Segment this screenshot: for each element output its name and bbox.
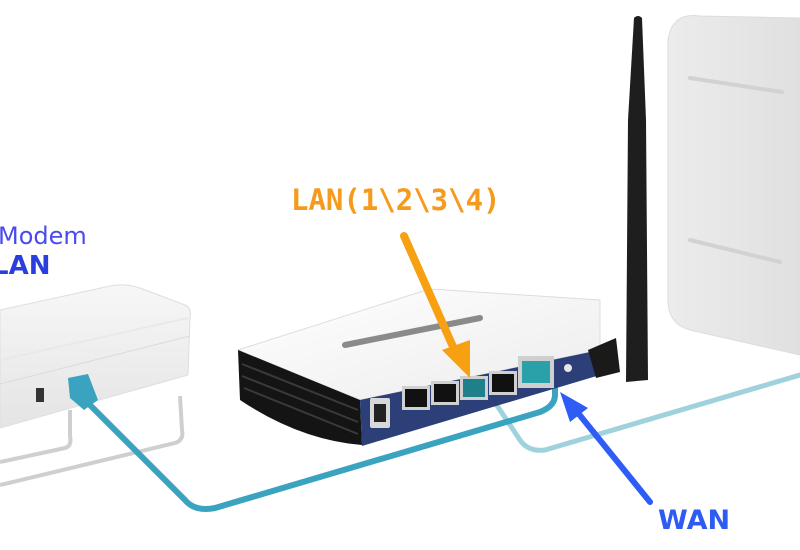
modem-lan-label: LAN — [0, 251, 51, 281]
router-lan-label: LAN(1\2\3\4) — [291, 183, 501, 217]
modem-power-port — [36, 388, 44, 402]
wan-arrow — [560, 392, 653, 505]
lan-port-1 — [405, 389, 427, 407]
router-wan-label: WAN — [658, 505, 731, 536]
lan-port-4 — [492, 374, 514, 392]
wan-cable — [77, 382, 558, 512]
router — [236, 288, 620, 446]
router-logo — [342, 315, 483, 348]
modem-label: Modem — [0, 222, 87, 250]
lan-ports — [402, 371, 517, 410]
pc-vent-bottom — [688, 238, 782, 264]
pc-vent-top — [688, 76, 784, 94]
antenna — [626, 16, 648, 382]
lan-port-3 — [463, 379, 485, 397]
wan-port — [522, 361, 550, 383]
modem — [0, 284, 191, 487]
modem-cable-plug — [68, 374, 98, 410]
reset-button — [564, 364, 572, 372]
computer-tower — [667, 15, 800, 356]
lan-cable-to-pc — [487, 372, 800, 453]
lan-port-2 — [434, 384, 456, 402]
lan-arrow — [400, 232, 470, 378]
